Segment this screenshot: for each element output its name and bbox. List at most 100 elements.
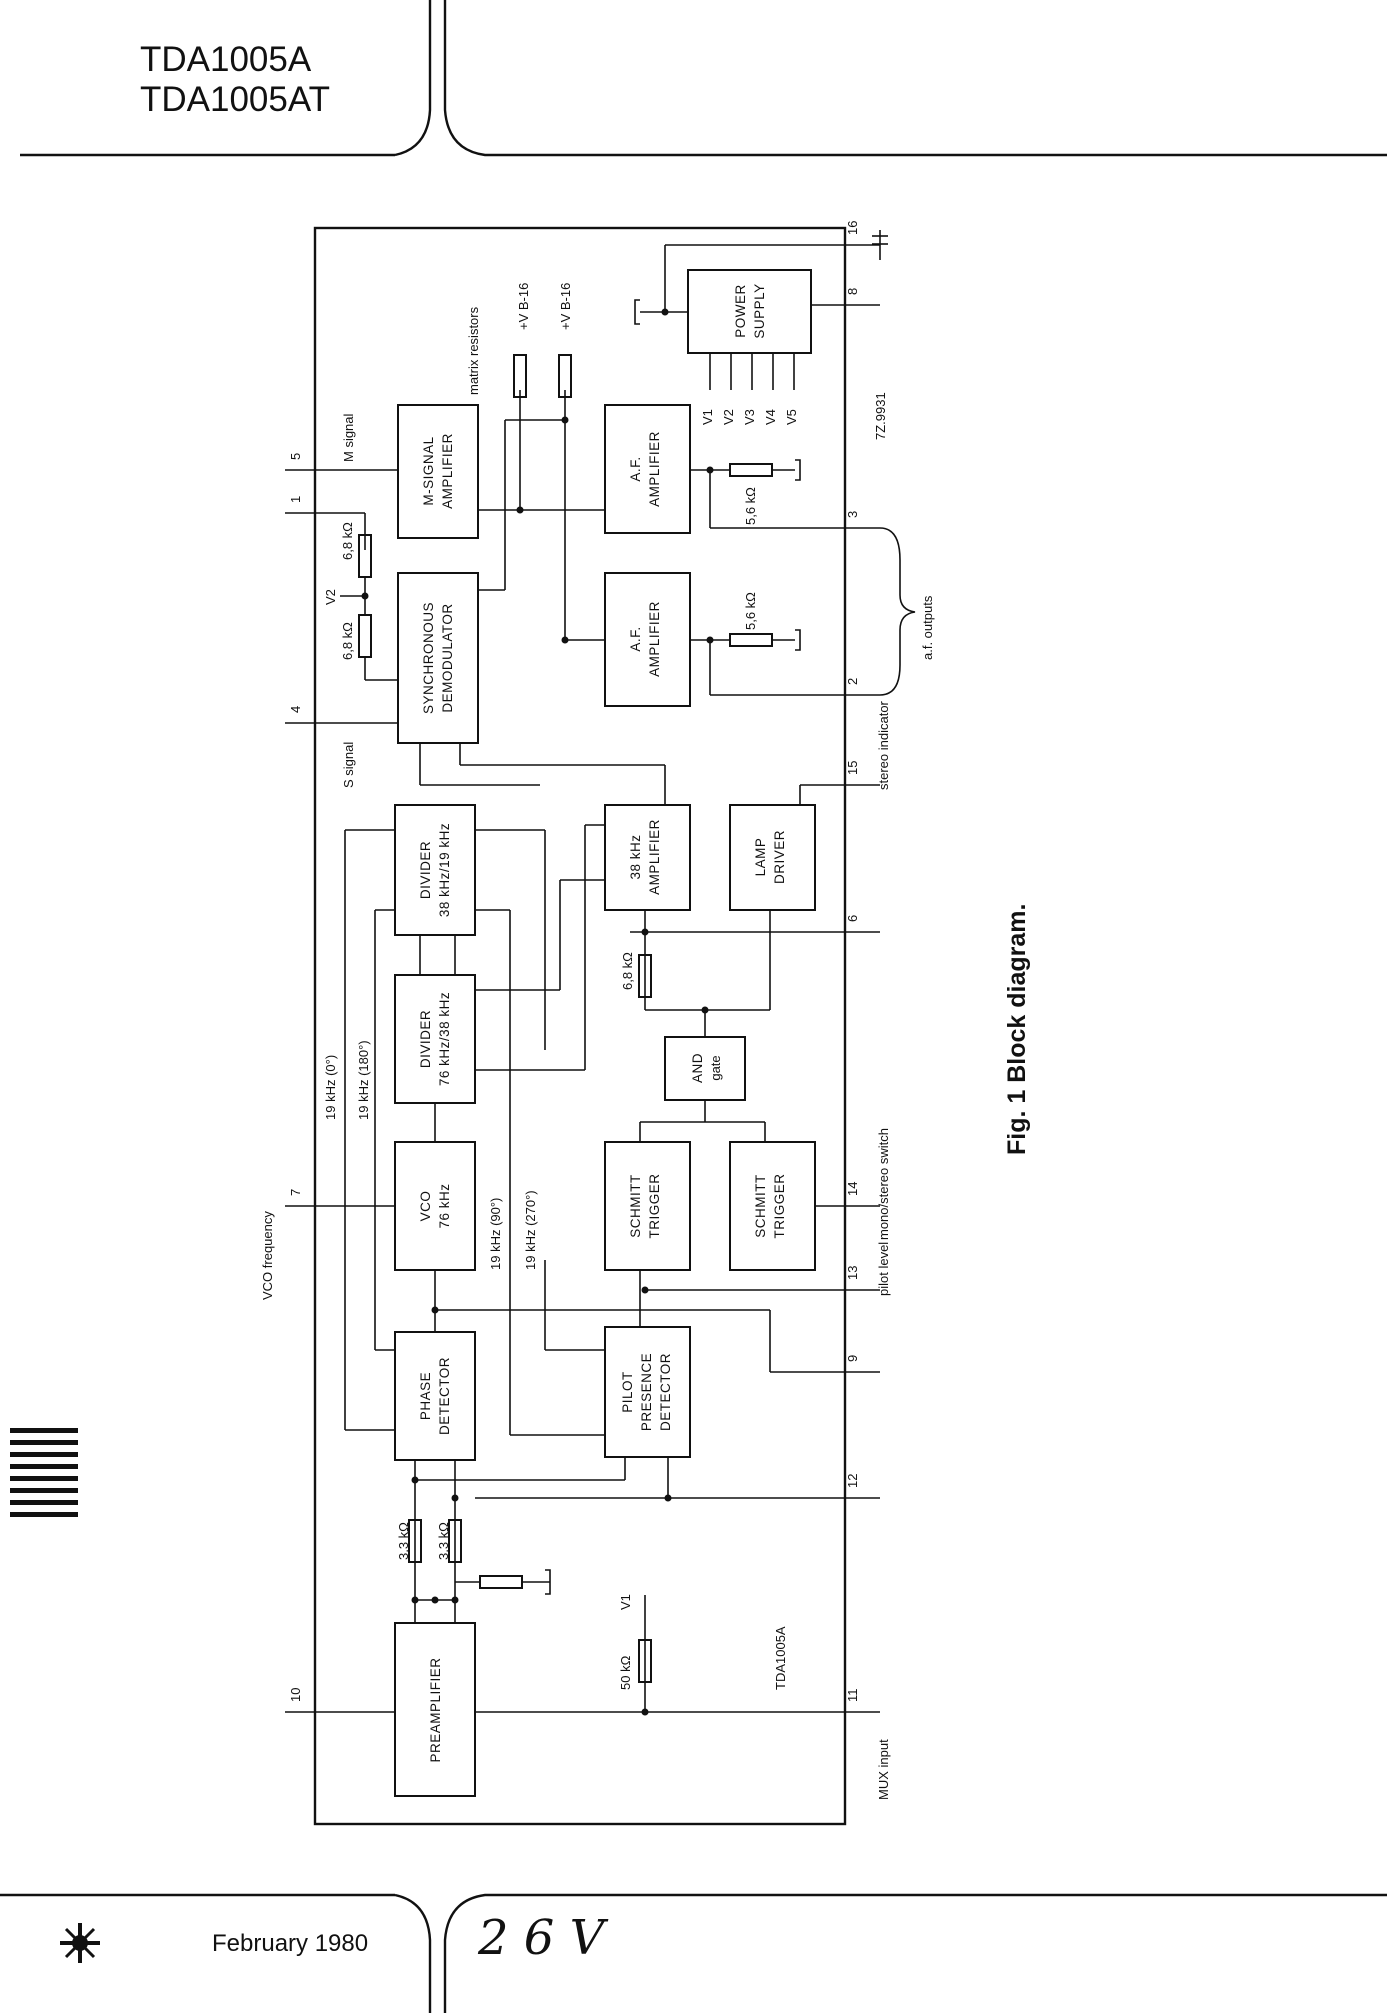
svg-text:pilot level: pilot level — [876, 1242, 891, 1296]
svg-text:SCHMITT: SCHMITT — [628, 1174, 643, 1238]
figure-caption: Fig. 1 Block diagram. — [1003, 904, 1031, 1155]
svg-text:14: 14 — [845, 1182, 860, 1196]
svg-text:AMPLIFIER: AMPLIFIER — [647, 819, 662, 895]
svg-text:V4: V4 — [763, 409, 778, 425]
chip-outline — [313, 226, 847, 1826]
svg-text:5,6 kΩ: 5,6 kΩ — [743, 592, 758, 630]
svg-text:PRESENCE: PRESENCE — [639, 1353, 654, 1431]
svg-text:TRIGGER: TRIGGER — [772, 1173, 787, 1238]
block-diagram: TDA1005A 7Z.9931 PREAMPLIFIER PHASE DETE… — [260, 221, 935, 1826]
svg-text:a.f. outputs: a.f. outputs — [920, 595, 935, 660]
svg-text:V2: V2 — [323, 589, 338, 605]
svg-text:38 kHz/19 kHz: 38 kHz/19 kHz — [437, 823, 452, 917]
svg-text:DEMODULATOR: DEMODULATOR — [440, 603, 455, 712]
svg-text:DIVIDER: DIVIDER — [418, 1010, 433, 1068]
block-synchronous-demodulator: SYNCHRONOUS DEMODULATOR — [397, 572, 479, 744]
svg-text:mono/stereo switch: mono/stereo switch — [876, 1128, 891, 1240]
svg-text:6,8 kΩ: 6,8 kΩ — [340, 522, 355, 560]
svg-text:DETECTOR: DETECTOR — [437, 1357, 452, 1435]
block-lamp-driver: LAMP DRIVER — [729, 804, 816, 911]
svg-text:V2: V2 — [721, 409, 736, 425]
svg-text:V1: V1 — [618, 1594, 633, 1610]
internal-wiring — [340, 230, 916, 1716]
svg-text:AMPLIFIER: AMPLIFIER — [440, 433, 455, 509]
svg-text:DETECTOR: DETECTOR — [658, 1353, 673, 1431]
svg-text:15: 15 — [845, 761, 860, 775]
svg-text:13: 13 — [845, 1266, 860, 1280]
svg-text:PHASE: PHASE — [418, 1372, 433, 1420]
svg-text:SUPPLY: SUPPLY — [752, 283, 767, 338]
svg-text:1: 1 — [288, 496, 303, 503]
svg-text:6: 6 — [845, 915, 860, 922]
svg-text:VCO frequency: VCO frequency — [260, 1211, 275, 1300]
block-pilot-presence-detector: PILOT PRESENCE DETECTOR — [604, 1326, 691, 1458]
block-and-gate: AND gate — [664, 1036, 746, 1101]
svg-text:S signal: S signal — [341, 742, 356, 788]
svg-text:5: 5 — [288, 453, 303, 460]
svg-text:2: 2 — [845, 678, 860, 685]
block-divider-76k: DIVIDER 76 kHz/38 kHz — [394, 974, 476, 1104]
svg-text:19 kHz (0°): 19 kHz (0°) — [323, 1055, 338, 1120]
block-phase-detector: PHASE DETECTOR — [394, 1331, 476, 1461]
svg-text:V1: V1 — [700, 409, 715, 425]
svg-text:38 kHz: 38 kHz — [628, 834, 643, 879]
svg-text:M signal: M signal — [341, 413, 356, 462]
svg-text:VCO: VCO — [418, 1191, 433, 1222]
block-af-amplifier-1: A.F. AMPLIFIER — [604, 404, 691, 534]
block-preamplifier: PREAMPLIFIER — [394, 1622, 476, 1797]
svg-text:DRIVER: DRIVER — [772, 830, 787, 884]
block-vco: VCO 76 kHz — [394, 1141, 476, 1271]
publisher-logo-icon — [60, 1923, 100, 1963]
svg-text:9: 9 — [845, 1355, 860, 1362]
svg-text:12: 12 — [845, 1474, 860, 1488]
title-line-2: TDA1005AT — [140, 80, 330, 119]
svg-text:50 kΩ: 50 kΩ — [618, 1655, 633, 1690]
svg-text:TRIGGER: TRIGGER — [647, 1173, 662, 1238]
svg-text:A.F.: A.F. — [628, 626, 643, 651]
block-divider-38k: DIVIDER 38 kHz/19 kHz — [394, 804, 476, 936]
drawing-code: 7Z.9931 — [873, 392, 888, 440]
block-schmitt-trigger-1: SCHMITT TRIGGER — [604, 1141, 691, 1271]
svg-text:A.F.: A.F. — [628, 456, 643, 481]
header-frame — [20, 0, 1387, 157]
svg-text:AND: AND — [690, 1053, 705, 1083]
svg-text:10: 10 — [288, 1688, 303, 1702]
block-m-signal-amplifier: M-SIGNAL AMPLIFIER — [397, 404, 479, 539]
svg-text:matrix resistors: matrix resistors — [466, 306, 481, 395]
footer-frame — [0, 1893, 1387, 2013]
svg-text:11: 11 — [845, 1689, 860, 1703]
svg-text:76 kHz: 76 kHz — [437, 1183, 452, 1228]
footer-date: February 1980 — [212, 1930, 369, 1957]
svg-text:SYNCHRONOUS: SYNCHRONOUS — [421, 602, 436, 714]
svg-text:6,8 kΩ: 6,8 kΩ — [620, 952, 635, 990]
chip-label: TDA1005A — [773, 1626, 788, 1690]
svg-text:SCHMITT: SCHMITT — [753, 1174, 768, 1238]
block-schmitt-trigger-2: SCHMITT TRIGGER — [729, 1141, 816, 1271]
svg-text:V3: V3 — [742, 409, 757, 425]
svg-text:DIVIDER: DIVIDER — [418, 841, 433, 899]
title-line-1: TDA1005A — [140, 40, 312, 79]
svg-text:3: 3 — [845, 511, 860, 518]
svg-text:19 kHz (180°): 19 kHz (180°) — [356, 1040, 371, 1120]
svg-text:stereo indicator: stereo indicator — [876, 700, 891, 790]
side-marker — [10, 1428, 78, 1517]
block-38k-amplifier: 38 kHz AMPLIFIER — [604, 804, 691, 911]
svg-text:PREAMPLIFIER: PREAMPLIFIER — [428, 1657, 443, 1762]
svg-text:19 kHz (90°): 19 kHz (90°) — [488, 1198, 503, 1270]
svg-text:3,3 kΩ: 3,3 kΩ — [396, 1522, 411, 1560]
handwritten-page-note: 2 6 V — [478, 1910, 605, 1966]
svg-text:76 kHz/38 kHz: 76 kHz/38 kHz — [437, 992, 452, 1086]
svg-text:gate: gate — [708, 1055, 723, 1080]
block-power-supply: POWER SUPPLY — [687, 269, 812, 354]
svg-text:7: 7 — [288, 1189, 303, 1196]
svg-text:6,8 kΩ: 6,8 kΩ — [340, 622, 355, 660]
document-title: TDA1005A TDA1005AT — [140, 40, 330, 120]
pin-numbers: 10 7 4 1 5 11 12 9 13 14 6 15 2 3 8 16 — [288, 221, 860, 1702]
svg-text:3,3 kΩ: 3,3 kΩ — [436, 1522, 451, 1560]
svg-text:AMPLIFIER: AMPLIFIER — [647, 431, 662, 507]
svg-text:PILOT: PILOT — [620, 1371, 635, 1413]
svg-text:19 kHz (270°): 19 kHz (270°) — [523, 1190, 538, 1270]
svg-text:4: 4 — [288, 706, 303, 713]
svg-text:+V B-16: +V B-16 — [558, 283, 573, 330]
